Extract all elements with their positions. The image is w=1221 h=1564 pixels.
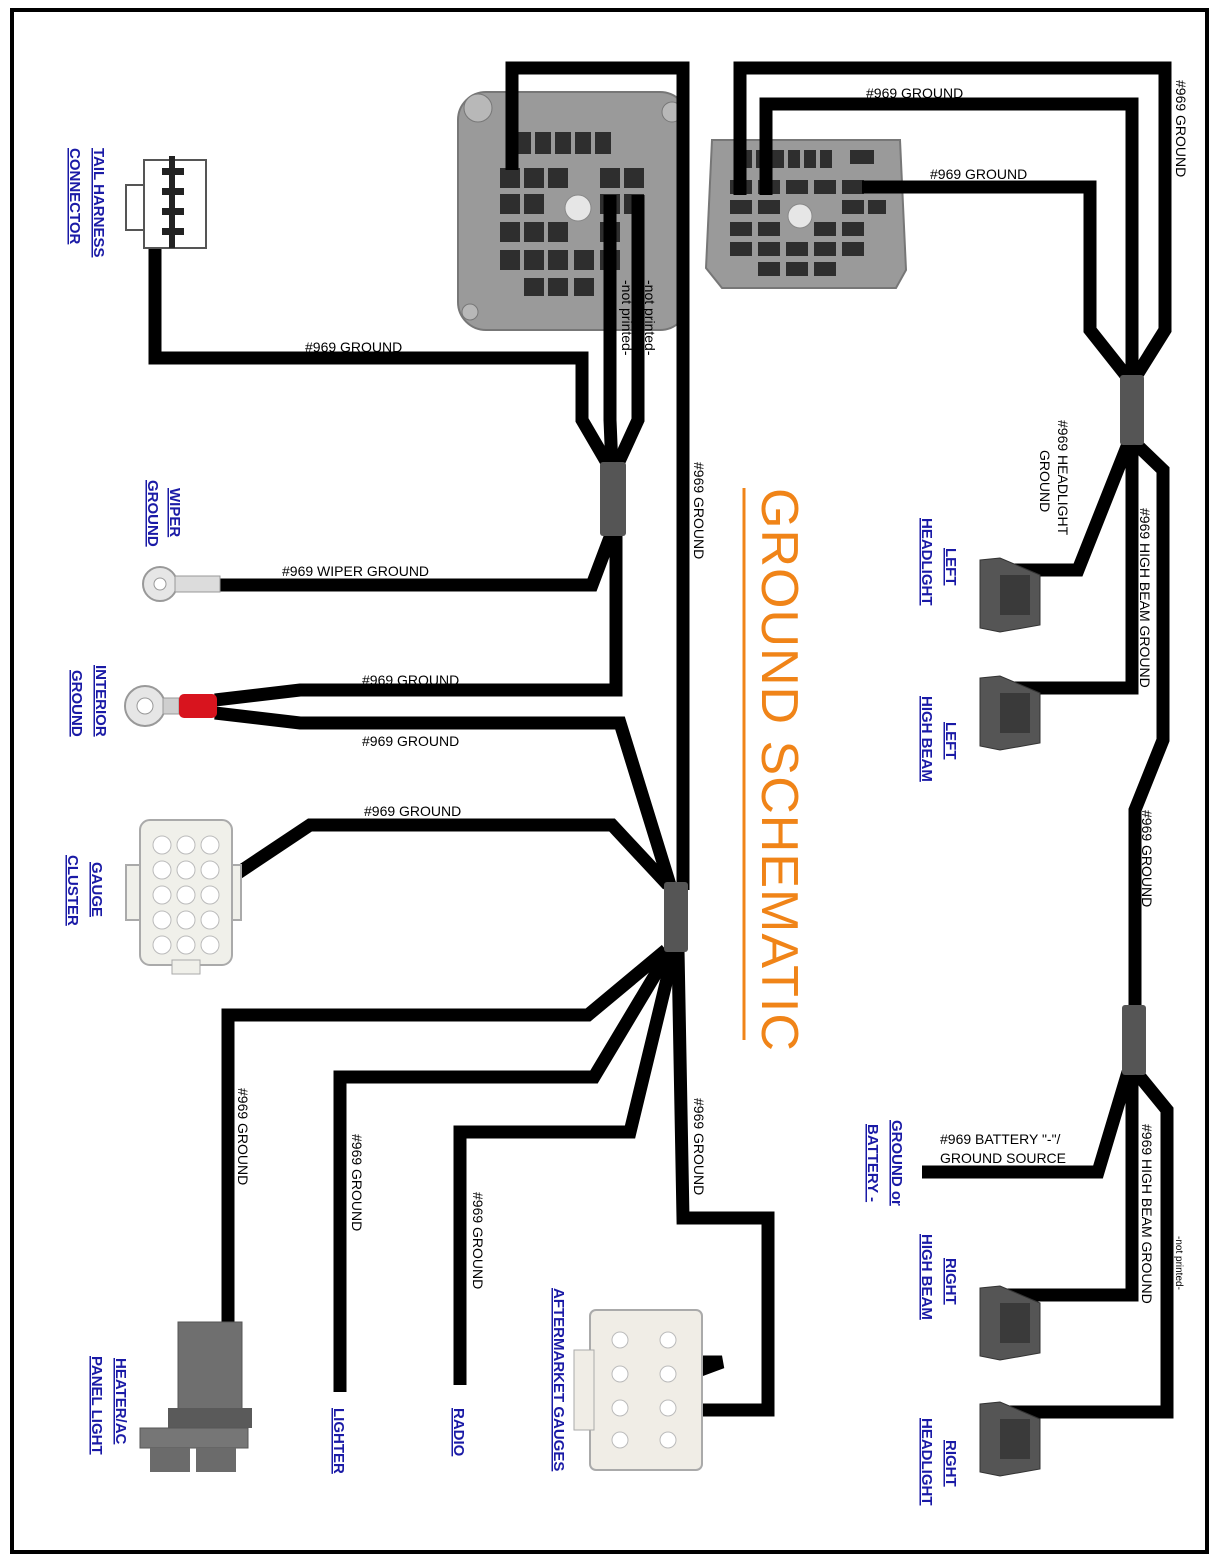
label-heater-line1: HEATER/AC: [112, 1358, 129, 1445]
wire-label-aftermarket: #969 GROUND: [691, 1098, 707, 1195]
tail-harness-connector: [125, 156, 207, 249]
label-heater-line2: PANEL LIGHT: [88, 1356, 105, 1455]
label-radio: RADIO: [450, 1408, 467, 1457]
wire-label-top-right: #969 GROUND: [1173, 80, 1189, 177]
label-lighter: LIGHTER: [330, 1408, 347, 1474]
label-ground-battery-line1: GROUND or: [888, 1120, 905, 1206]
heater-ac-socket: [139, 1321, 252, 1472]
label-gauge-line1: GAUGE: [88, 862, 105, 917]
splice-upper-right: [1120, 375, 1144, 445]
page-border: [10, 8, 1209, 1554]
wire-label-tail: #969 GROUND: [305, 339, 402, 355]
label-gauge-line2: CLUSTER: [64, 855, 81, 926]
left-headlight-socket: [979, 557, 1041, 633]
label-wiper-line1: WIPER: [166, 488, 183, 537]
label-tail-harness-line2: CONNECTOR: [66, 148, 83, 245]
label-interior-line1: INTERIOR: [92, 665, 109, 737]
label-right-highbeam-line2: HIGH BEAM: [918, 1234, 935, 1320]
label-right-headlight-line1: RIGHT: [942, 1440, 959, 1487]
wire-label-right-middle: #969 GROUND: [1139, 810, 1155, 907]
label-left-highbeam-line1: LEFT: [942, 722, 959, 760]
right-high-beam-socket: [979, 1285, 1041, 1361]
wire-label-not-printed-3: -not printed-: [1173, 1236, 1184, 1290]
label-left-highbeam-line2: HIGH BEAM: [918, 696, 935, 782]
label-left-headlight-line1: LEFT: [942, 548, 959, 586]
wire-label-interior-1: #969 GROUND: [362, 672, 459, 688]
wire-label-not-printed-2: -not printed-: [619, 280, 635, 356]
wire-label-interior-2: #969 GROUND: [362, 733, 459, 749]
wire-label-headlight-line2: GROUND: [1037, 450, 1053, 512]
wire-label-top-2: #969 GROUND: [930, 166, 1027, 182]
wire-label-high-beam-left: #969 HIGH BEAM GROUND: [1137, 508, 1153, 688]
wire-label-battery-line2: GROUND SOURCE: [940, 1150, 1066, 1166]
wire-label-lighter: #969 GROUND: [349, 1134, 365, 1231]
left-high-beam-socket: [979, 675, 1041, 751]
diagram-title: GROUND SCHEMATIC: [750, 488, 808, 1052]
right-headlight-socket: [979, 1401, 1041, 1477]
aftermarket-gauges-connector: [573, 1309, 703, 1471]
wire-label-headlight-line1: #969 HEADLIGHT: [1055, 420, 1071, 536]
wire-label-top-1: #969 GROUND: [866, 85, 963, 101]
wire-label-battery-line1: #969 BATTERY "-"/: [940, 1131, 1061, 1147]
label-interior-line2: GROUND: [68, 670, 85, 737]
wire-label-gauge: #969 GROUND: [364, 803, 461, 819]
label-ground-battery-line2: BATTERY -: [864, 1124, 881, 1202]
wires: [148, 61, 1174, 1419]
label-left-headlight-line2: HEADLIGHT: [918, 518, 935, 606]
wire-label-radio: #969 GROUND: [470, 1192, 486, 1289]
wire-label-not-printed-1: -not printed-: [642, 280, 658, 356]
wire-label-high-beam-right: #969 HIGH BEAM GROUND: [1139, 1124, 1155, 1304]
splice-main: [664, 882, 688, 952]
wire-label-vertical-main: #969 GROUND: [691, 462, 707, 559]
splice-lower-right: [1122, 1005, 1146, 1075]
label-tail-harness-line1: TAIL HARNESS: [90, 148, 107, 257]
label-right-highbeam-line1: RIGHT: [942, 1258, 959, 1305]
interior-ground-ring-terminal: [124, 685, 217, 727]
label-right-headlight-line2: HEADLIGHT: [918, 1418, 935, 1506]
label-aftermarket-gauges: AFTERMARKET GAUGES: [550, 1288, 567, 1471]
wire-label-heater: #969 GROUND: [235, 1088, 251, 1185]
label-wiper-line2: GROUND: [144, 480, 161, 547]
splice-upper-left: [600, 462, 626, 536]
gauge-cluster-connector: [125, 819, 242, 975]
wire-label-wiper: #969 WIPER GROUND: [282, 563, 429, 579]
wiper-ground-ring-terminal: [142, 566, 221, 602]
